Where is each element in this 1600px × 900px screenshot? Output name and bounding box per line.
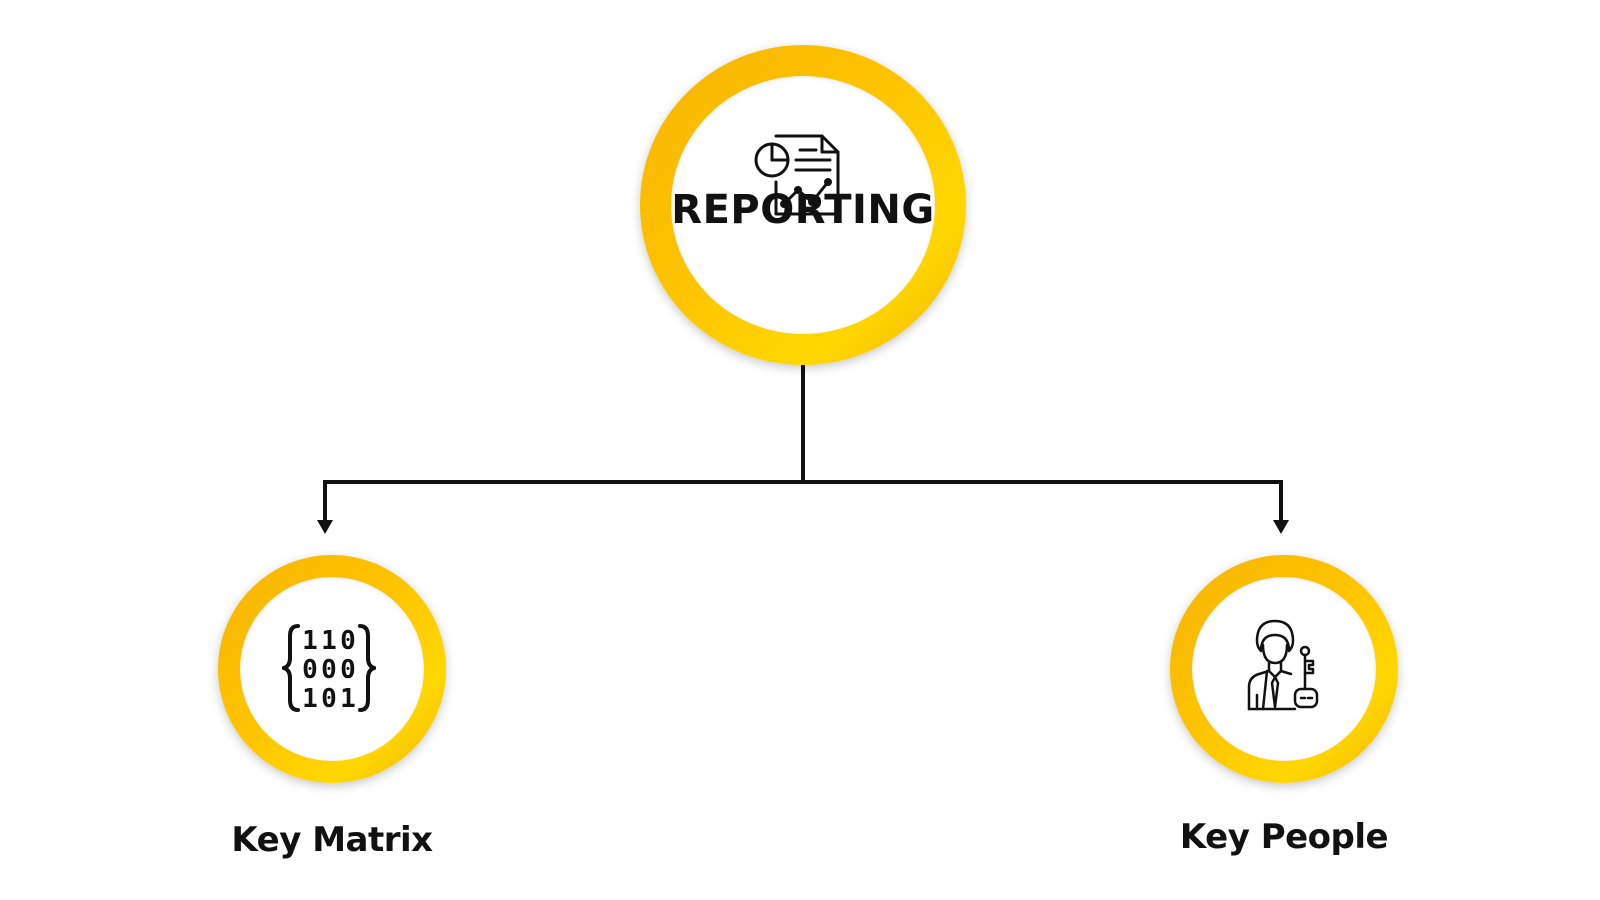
root-node-inner [671,76,935,334]
child-node-label: Key Matrix [231,820,433,860]
svg-text:0: 0 [321,655,337,685]
svg-text:0: 0 [321,684,337,714]
svg-text:1: 1 [302,684,318,714]
child-node-key-matrix [218,555,446,783]
arrowhead-left-icon [317,520,333,534]
child-node-key-people [1170,555,1398,783]
child-node-inner [240,577,424,761]
arrowhead-right-icon [1273,520,1289,534]
svg-text:0: 0 [340,655,356,685]
svg-text:0: 0 [302,655,318,685]
root-node-reporting [640,45,966,365]
child-node-label: Key People [1179,817,1389,857]
svg-text:1: 1 [302,626,318,656]
report-chart-document-icon [754,134,840,216]
root-node-title: REPORTING [671,187,935,233]
svg-text:1: 1 [340,684,356,714]
svg-text:0: 0 [340,626,356,656]
svg-text:1: 1 [321,626,337,656]
person-with-key-icon [1247,619,1319,711]
child-node-inner [1192,577,1376,761]
